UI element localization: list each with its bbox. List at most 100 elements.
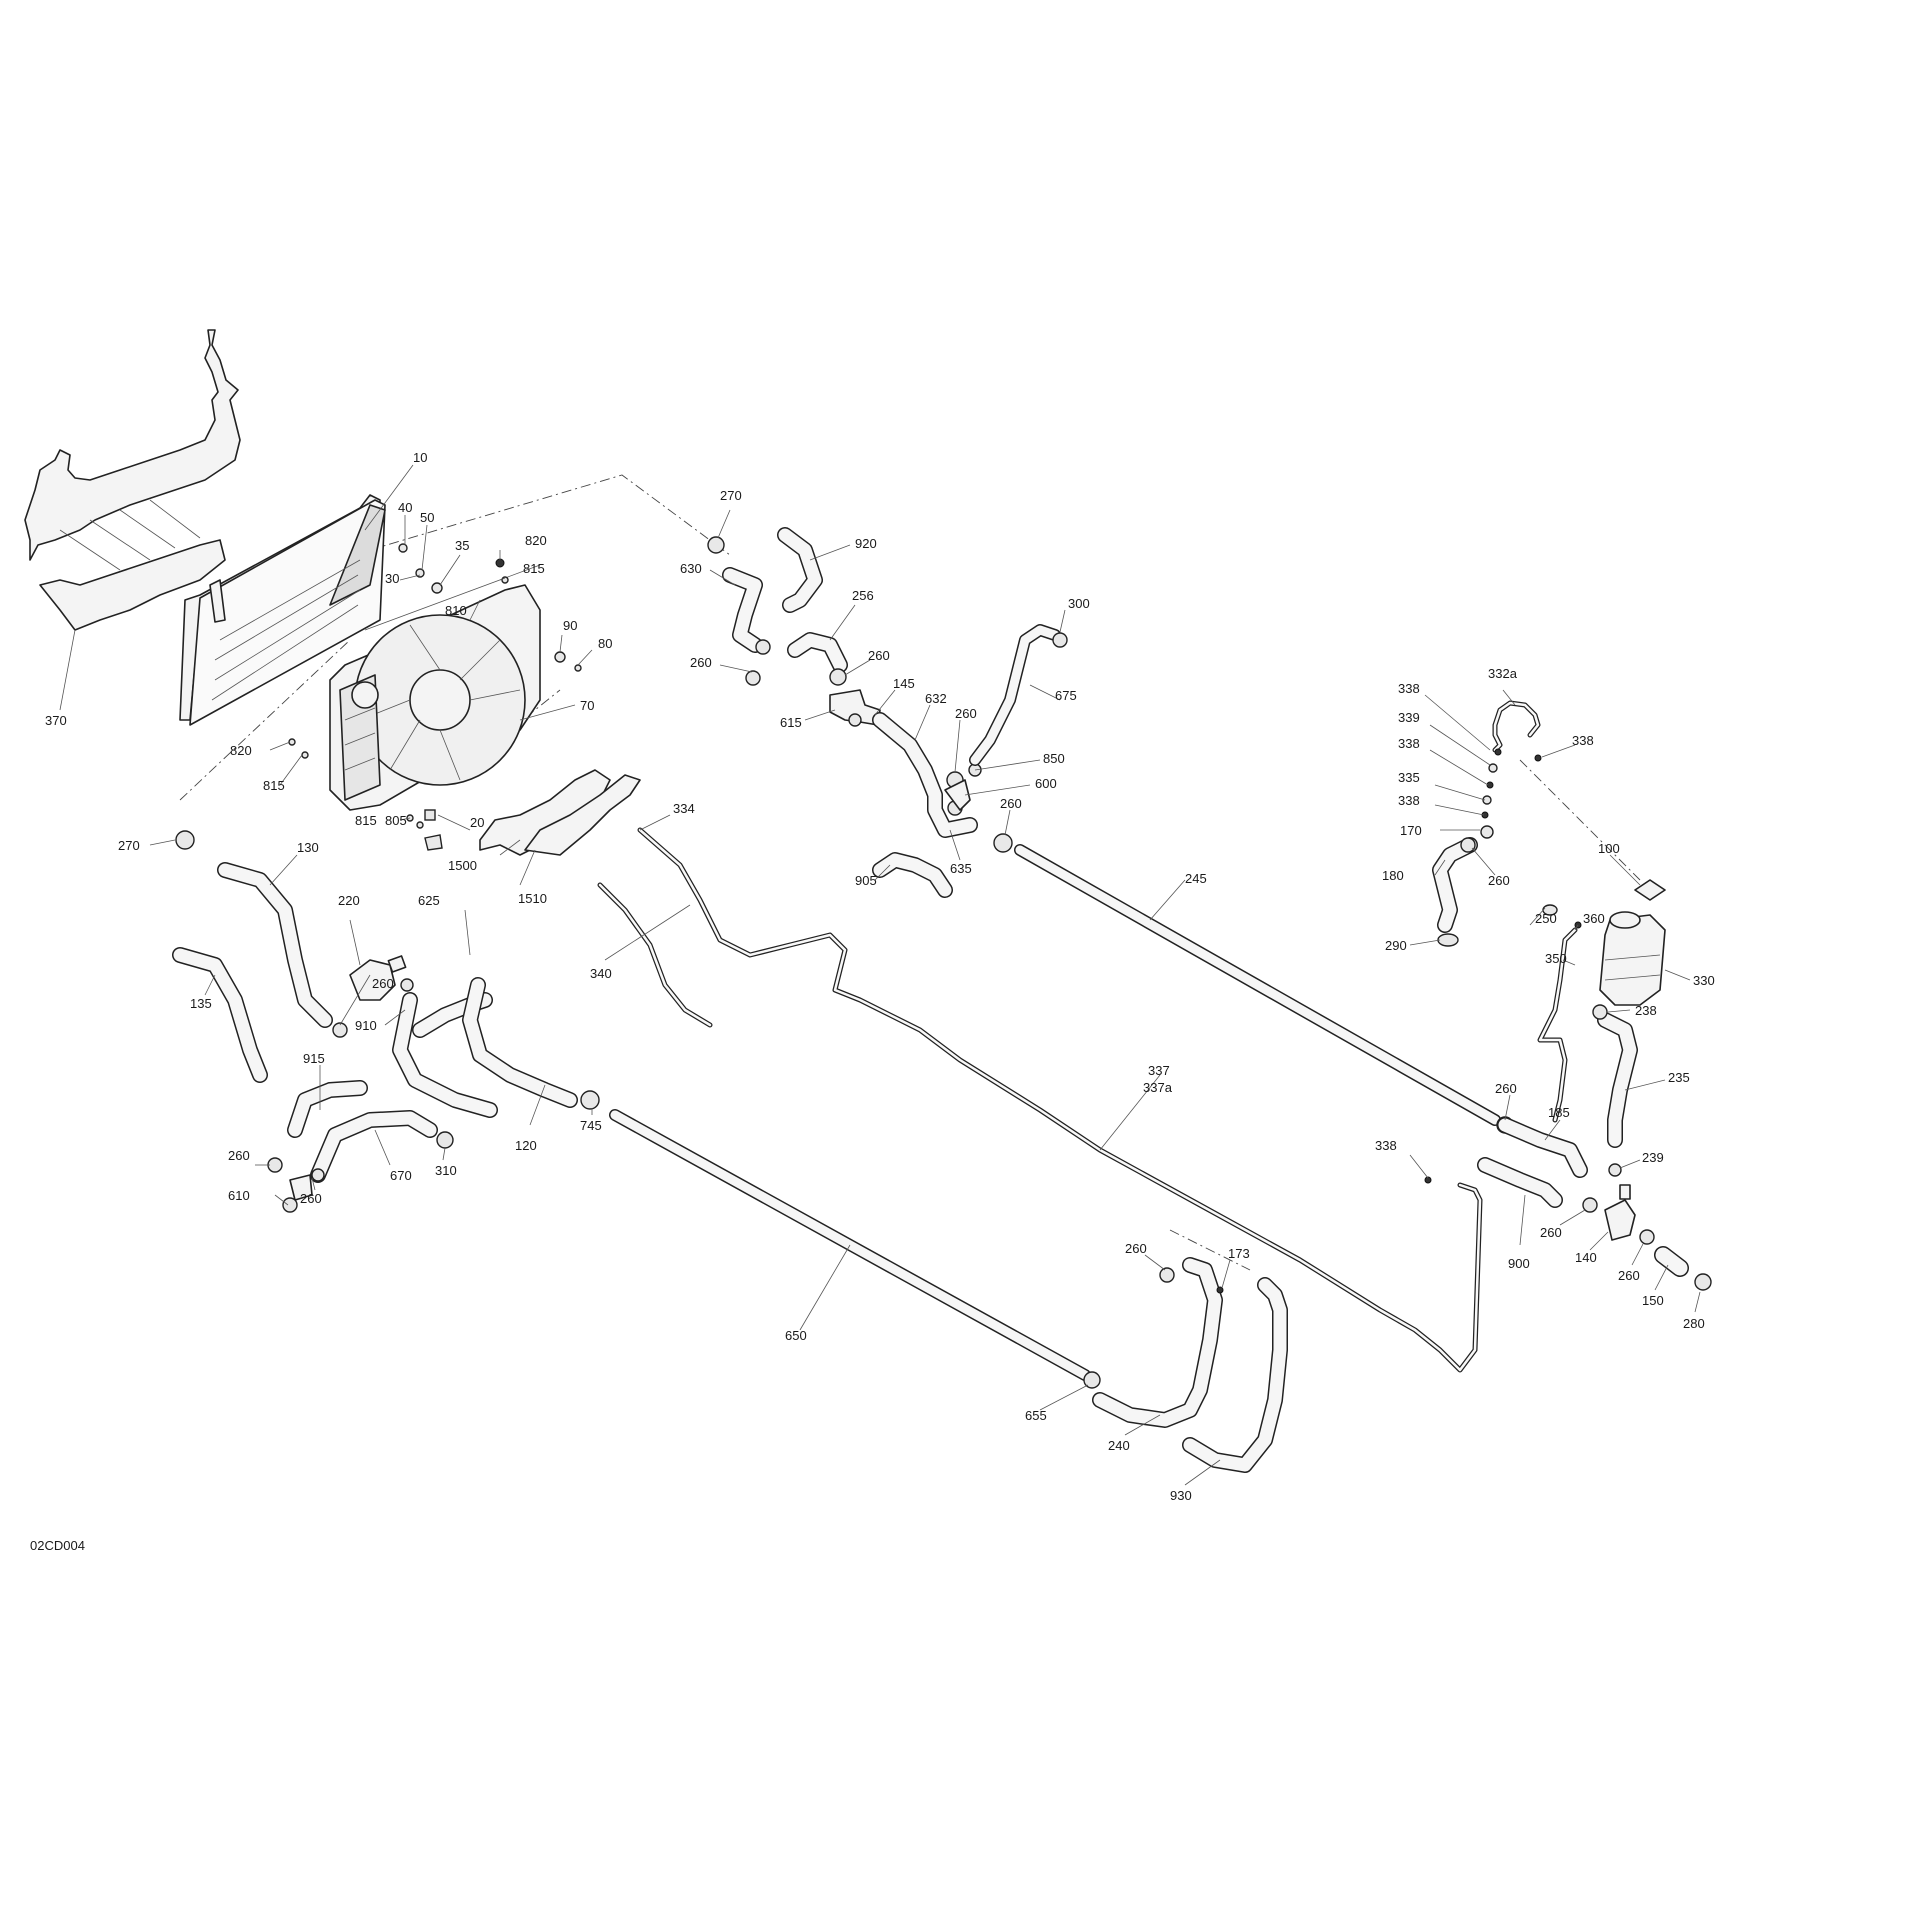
callout-920: 920 bbox=[855, 536, 877, 551]
vent-fittings[interactable] bbox=[1480, 748, 1542, 839]
callout-610: 610 bbox=[228, 1188, 250, 1203]
callout-260: 260 bbox=[1495, 1081, 1517, 1096]
hose-185[interactable] bbox=[1497, 1117, 1588, 1178]
hose-632[interactable] bbox=[872, 712, 978, 838]
clamp-260-i[interactable] bbox=[1460, 837, 1476, 853]
hose-235[interactable] bbox=[1597, 1012, 1638, 1148]
clamp-655[interactable] bbox=[1083, 1371, 1101, 1389]
callout-815: 815 bbox=[355, 813, 377, 828]
clamp-260-e[interactable] bbox=[745, 670, 761, 686]
callout-310: 310 bbox=[435, 1163, 457, 1178]
callout-820: 820 bbox=[230, 743, 252, 758]
fan-shroud-70[interactable] bbox=[329, 584, 541, 811]
callout-260: 260 bbox=[1125, 1241, 1147, 1256]
callout-650: 650 bbox=[785, 1328, 807, 1343]
clamp-260-d[interactable] bbox=[755, 639, 771, 655]
hose-670[interactable] bbox=[310, 1110, 438, 1183]
callout-270: 270 bbox=[118, 838, 140, 853]
hose-120[interactable] bbox=[462, 977, 578, 1108]
fitting-140[interactable] bbox=[1604, 1184, 1636, 1241]
clamp-270-b[interactable] bbox=[707, 536, 725, 554]
tube-340[interactable] bbox=[597, 882, 713, 1028]
hose-150[interactable] bbox=[1654, 1246, 1689, 1277]
callout-10: 10 bbox=[413, 450, 427, 465]
callout-185: 185 bbox=[1548, 1105, 1570, 1120]
fastener-173[interactable] bbox=[1216, 1286, 1224, 1294]
callout-332a: 332a bbox=[1488, 666, 1518, 681]
callout-625: 625 bbox=[418, 893, 440, 908]
hose-180[interactable] bbox=[1432, 837, 1478, 933]
callout-260: 260 bbox=[868, 648, 890, 663]
callout-335: 335 bbox=[1398, 770, 1420, 785]
hose-240[interactable] bbox=[1092, 1257, 1223, 1428]
cap-290[interactable] bbox=[1437, 933, 1459, 947]
radiator-10[interactable] bbox=[179, 494, 386, 726]
hose-256[interactable] bbox=[787, 632, 848, 673]
pipe-245[interactable] bbox=[1014, 844, 1501, 1126]
hose-135[interactable] bbox=[172, 947, 268, 1083]
callout-338: 338 bbox=[1398, 681, 1420, 696]
callout-675: 675 bbox=[1055, 688, 1077, 703]
clamp-239[interactable] bbox=[1608, 1163, 1622, 1177]
callout-235: 235 bbox=[1668, 1070, 1690, 1085]
clamp-300[interactable] bbox=[1052, 632, 1068, 648]
fitting-610[interactable] bbox=[267, 1131, 454, 1213]
hose-130[interactable] bbox=[217, 862, 333, 1028]
callout-1510: 1510 bbox=[518, 891, 547, 906]
callout-260: 260 bbox=[300, 1191, 322, 1206]
callout-180: 180 bbox=[1382, 868, 1404, 883]
callout-70: 70 bbox=[580, 698, 594, 713]
hose-910[interactable] bbox=[392, 992, 498, 1118]
tube-350[interactable] bbox=[1537, 927, 1578, 1123]
callout-905: 905 bbox=[855, 873, 877, 888]
clamp-260-h[interactable] bbox=[1159, 1267, 1175, 1283]
hose-675[interactable] bbox=[969, 624, 1061, 766]
callout-350: 350 bbox=[1545, 951, 1567, 966]
clamp-260-k[interactable] bbox=[1582, 1197, 1598, 1213]
callout-338: 338 bbox=[1398, 793, 1420, 808]
callout-260: 260 bbox=[1540, 1225, 1562, 1240]
callout-338: 338 bbox=[1398, 736, 1420, 751]
callout-815: 815 bbox=[523, 561, 545, 576]
bracket-1500-1510[interactable] bbox=[479, 769, 641, 856]
callout-337: 337 bbox=[1148, 1063, 1170, 1078]
callout-240: 240 bbox=[1108, 1438, 1130, 1453]
callout-745: 745 bbox=[580, 1118, 602, 1133]
callout-239: 239 bbox=[1642, 1150, 1664, 1165]
callout-300: 300 bbox=[1068, 596, 1090, 611]
callout-120: 120 bbox=[515, 1138, 537, 1153]
callout-50: 50 bbox=[420, 510, 434, 525]
hose-915[interactable] bbox=[287, 1080, 368, 1138]
clamp-260-l[interactable] bbox=[1639, 1229, 1655, 1245]
leader-lines bbox=[59, 464, 1701, 1486]
callout-80: 80 bbox=[598, 636, 612, 651]
clamp-745[interactable] bbox=[580, 1090, 600, 1110]
callout-150: 150 bbox=[1642, 1293, 1664, 1308]
hose-900[interactable] bbox=[1477, 1157, 1563, 1208]
callout-850: 850 bbox=[1043, 751, 1065, 766]
callout-820: 820 bbox=[525, 533, 547, 548]
fastener-338-e[interactable] bbox=[1424, 1176, 1432, 1184]
callout-145: 145 bbox=[893, 676, 915, 691]
clamp-238[interactable] bbox=[1592, 1004, 1608, 1020]
callout-256: 256 bbox=[852, 588, 874, 603]
hose-905[interactable] bbox=[872, 852, 953, 898]
callout-360: 360 bbox=[1583, 911, 1605, 926]
callout-805: 805 bbox=[385, 813, 407, 828]
callout-245: 245 bbox=[1185, 871, 1207, 886]
clamp-280[interactable] bbox=[1694, 1273, 1712, 1291]
tube-337[interactable] bbox=[637, 827, 1483, 1373]
hose-930[interactable] bbox=[1182, 1277, 1288, 1473]
fan-bracket-rod bbox=[364, 564, 541, 631]
radiator-fasteners[interactable] bbox=[288, 543, 582, 851]
hose-920[interactable] bbox=[777, 527, 823, 613]
clamp-270-a[interactable] bbox=[175, 830, 195, 850]
air-deflector-370[interactable] bbox=[24, 329, 241, 631]
coolant-tank-330[interactable] bbox=[1599, 911, 1666, 1006]
cap-100[interactable] bbox=[1634, 879, 1666, 901]
callout-170: 170 bbox=[1400, 823, 1422, 838]
vent-tube-332a[interactable] bbox=[1492, 700, 1541, 753]
callout-260: 260 bbox=[372, 976, 394, 991]
hose-630[interactable] bbox=[722, 567, 763, 653]
clamp-260-g[interactable] bbox=[993, 833, 1013, 853]
